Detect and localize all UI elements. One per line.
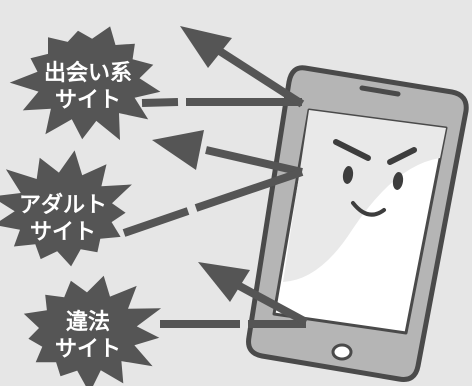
phone-speaker (359, 85, 401, 97)
arrow-icon (160, 262, 308, 328)
left-eyebrow (333, 139, 371, 161)
arrows (122, 26, 308, 328)
angry-grin-face-icon (333, 139, 417, 217)
label-dating-line2: サイト (55, 88, 121, 113)
right-eyebrow (387, 147, 417, 165)
label-illegal-line2: サイト (55, 337, 121, 362)
explosion-burst-icon (23, 275, 162, 386)
explosion-burst-icon (9, 26, 161, 141)
bursts (0, 26, 162, 386)
explosion-burst-icon (0, 150, 132, 267)
smartphone-icon (246, 65, 469, 382)
arrow-icon (141, 26, 305, 108)
label-adult-line2: サイト (30, 220, 96, 245)
left-eye (342, 166, 354, 184)
home-button (331, 343, 353, 361)
smile (351, 201, 386, 217)
arrow-icon (122, 130, 304, 237)
right-eye (392, 172, 404, 190)
label-dating-line1: 出会い系 (44, 60, 132, 86)
label-illegal-line1: 違法 (66, 309, 110, 335)
label-adult-line1: アダルト (19, 192, 107, 218)
